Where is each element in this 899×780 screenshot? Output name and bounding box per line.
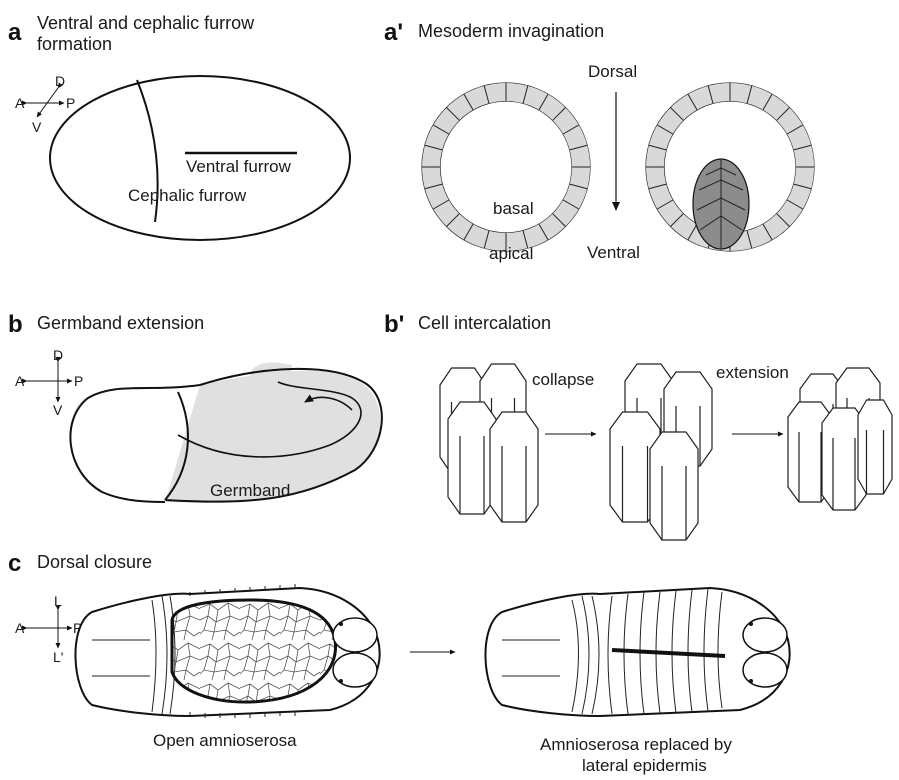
ring-left-cell-dividers: [422, 83, 590, 251]
cell-lateral-face: [858, 415, 892, 494]
panel-a-prime: a' Mesoderm invagination Dorsal Ventral …: [384, 19, 814, 263]
axis-label-a-b: A: [15, 373, 25, 389]
replaced-label-line1: Amnioserosa replaced by: [540, 735, 732, 754]
open-amnioserosa-label: Open amnioserosa: [153, 731, 297, 750]
panel-a-prime-title: Mesoderm invagination: [418, 21, 604, 41]
cell-group-initial: [440, 364, 538, 522]
panel-c-letter: c: [8, 550, 21, 577]
embryo-closed: [485, 588, 789, 716]
embryo-open-amnioserosa: [75, 584, 379, 718]
axis-label-l-prime: L': [53, 649, 63, 665]
replaced-label-line2: lateral epidermis: [582, 756, 707, 775]
collapse-label: collapse: [532, 370, 594, 389]
panel-b-title: Germband extension: [37, 313, 204, 333]
cell-lateral-face: [490, 429, 538, 522]
axis-label-p-b: P: [74, 373, 83, 389]
dorsal-label: Dorsal: [588, 62, 637, 81]
axis-label-v-b: V: [53, 402, 63, 418]
axis-label-v: V: [32, 119, 42, 135]
panel-a-title-line2: formation: [37, 34, 112, 54]
axis-label-d-b: D: [53, 347, 63, 363]
cell-group-collapsed: [610, 364, 712, 540]
axis-compass-b: D A P V: [15, 347, 83, 418]
panel-a: a Ventral and cephalic furrow formation …: [8, 13, 350, 240]
amnioserosa-region: [172, 600, 336, 702]
panel-c: c Dorsal closure L A P L' Open amniosero…: [8, 550, 790, 775]
apical-label: apical: [489, 244, 533, 263]
germband-label: Germband: [210, 481, 290, 500]
basal-label: basal: [493, 199, 534, 218]
axis-label-l: L: [54, 593, 62, 609]
panel-b-prime: b' Cell intercalation collapse extension: [384, 311, 892, 540]
axis-label-a: A: [15, 95, 25, 111]
panel-b-prime-title: Cell intercalation: [418, 313, 551, 333]
extension-label: extension: [716, 363, 789, 382]
panel-a-letter: a: [8, 19, 22, 46]
panel-a-prime-letter: a': [384, 19, 403, 46]
axis-label-p: P: [66, 95, 75, 111]
ventral-label: Ventral: [587, 243, 640, 262]
panel-a-title-line1: Ventral and cephalic furrow: [37, 13, 255, 33]
cell-lateral-face: [448, 419, 496, 514]
cephalic-furrow-label: Cephalic furrow: [128, 186, 247, 205]
axis-compass-c: L A P L': [15, 593, 82, 665]
panel-c-title: Dorsal closure: [37, 552, 152, 572]
axis-label-a-c: A: [15, 620, 25, 636]
epithelial-ring-right: [646, 83, 814, 251]
axis-compass-a: D A P V: [15, 73, 75, 135]
epithelial-ring-left: [422, 83, 590, 251]
axis-label-d: D: [55, 73, 65, 89]
cell-group-extended: [788, 368, 892, 510]
panel-b-letter: b: [8, 311, 23, 338]
panel-b: b Germband extension D A P V Germband: [8, 311, 382, 503]
ventral-furrow-label: Ventral furrow: [186, 157, 292, 176]
panel-b-prime-letter: b': [384, 311, 404, 338]
cell-lateral-face: [650, 449, 698, 540]
